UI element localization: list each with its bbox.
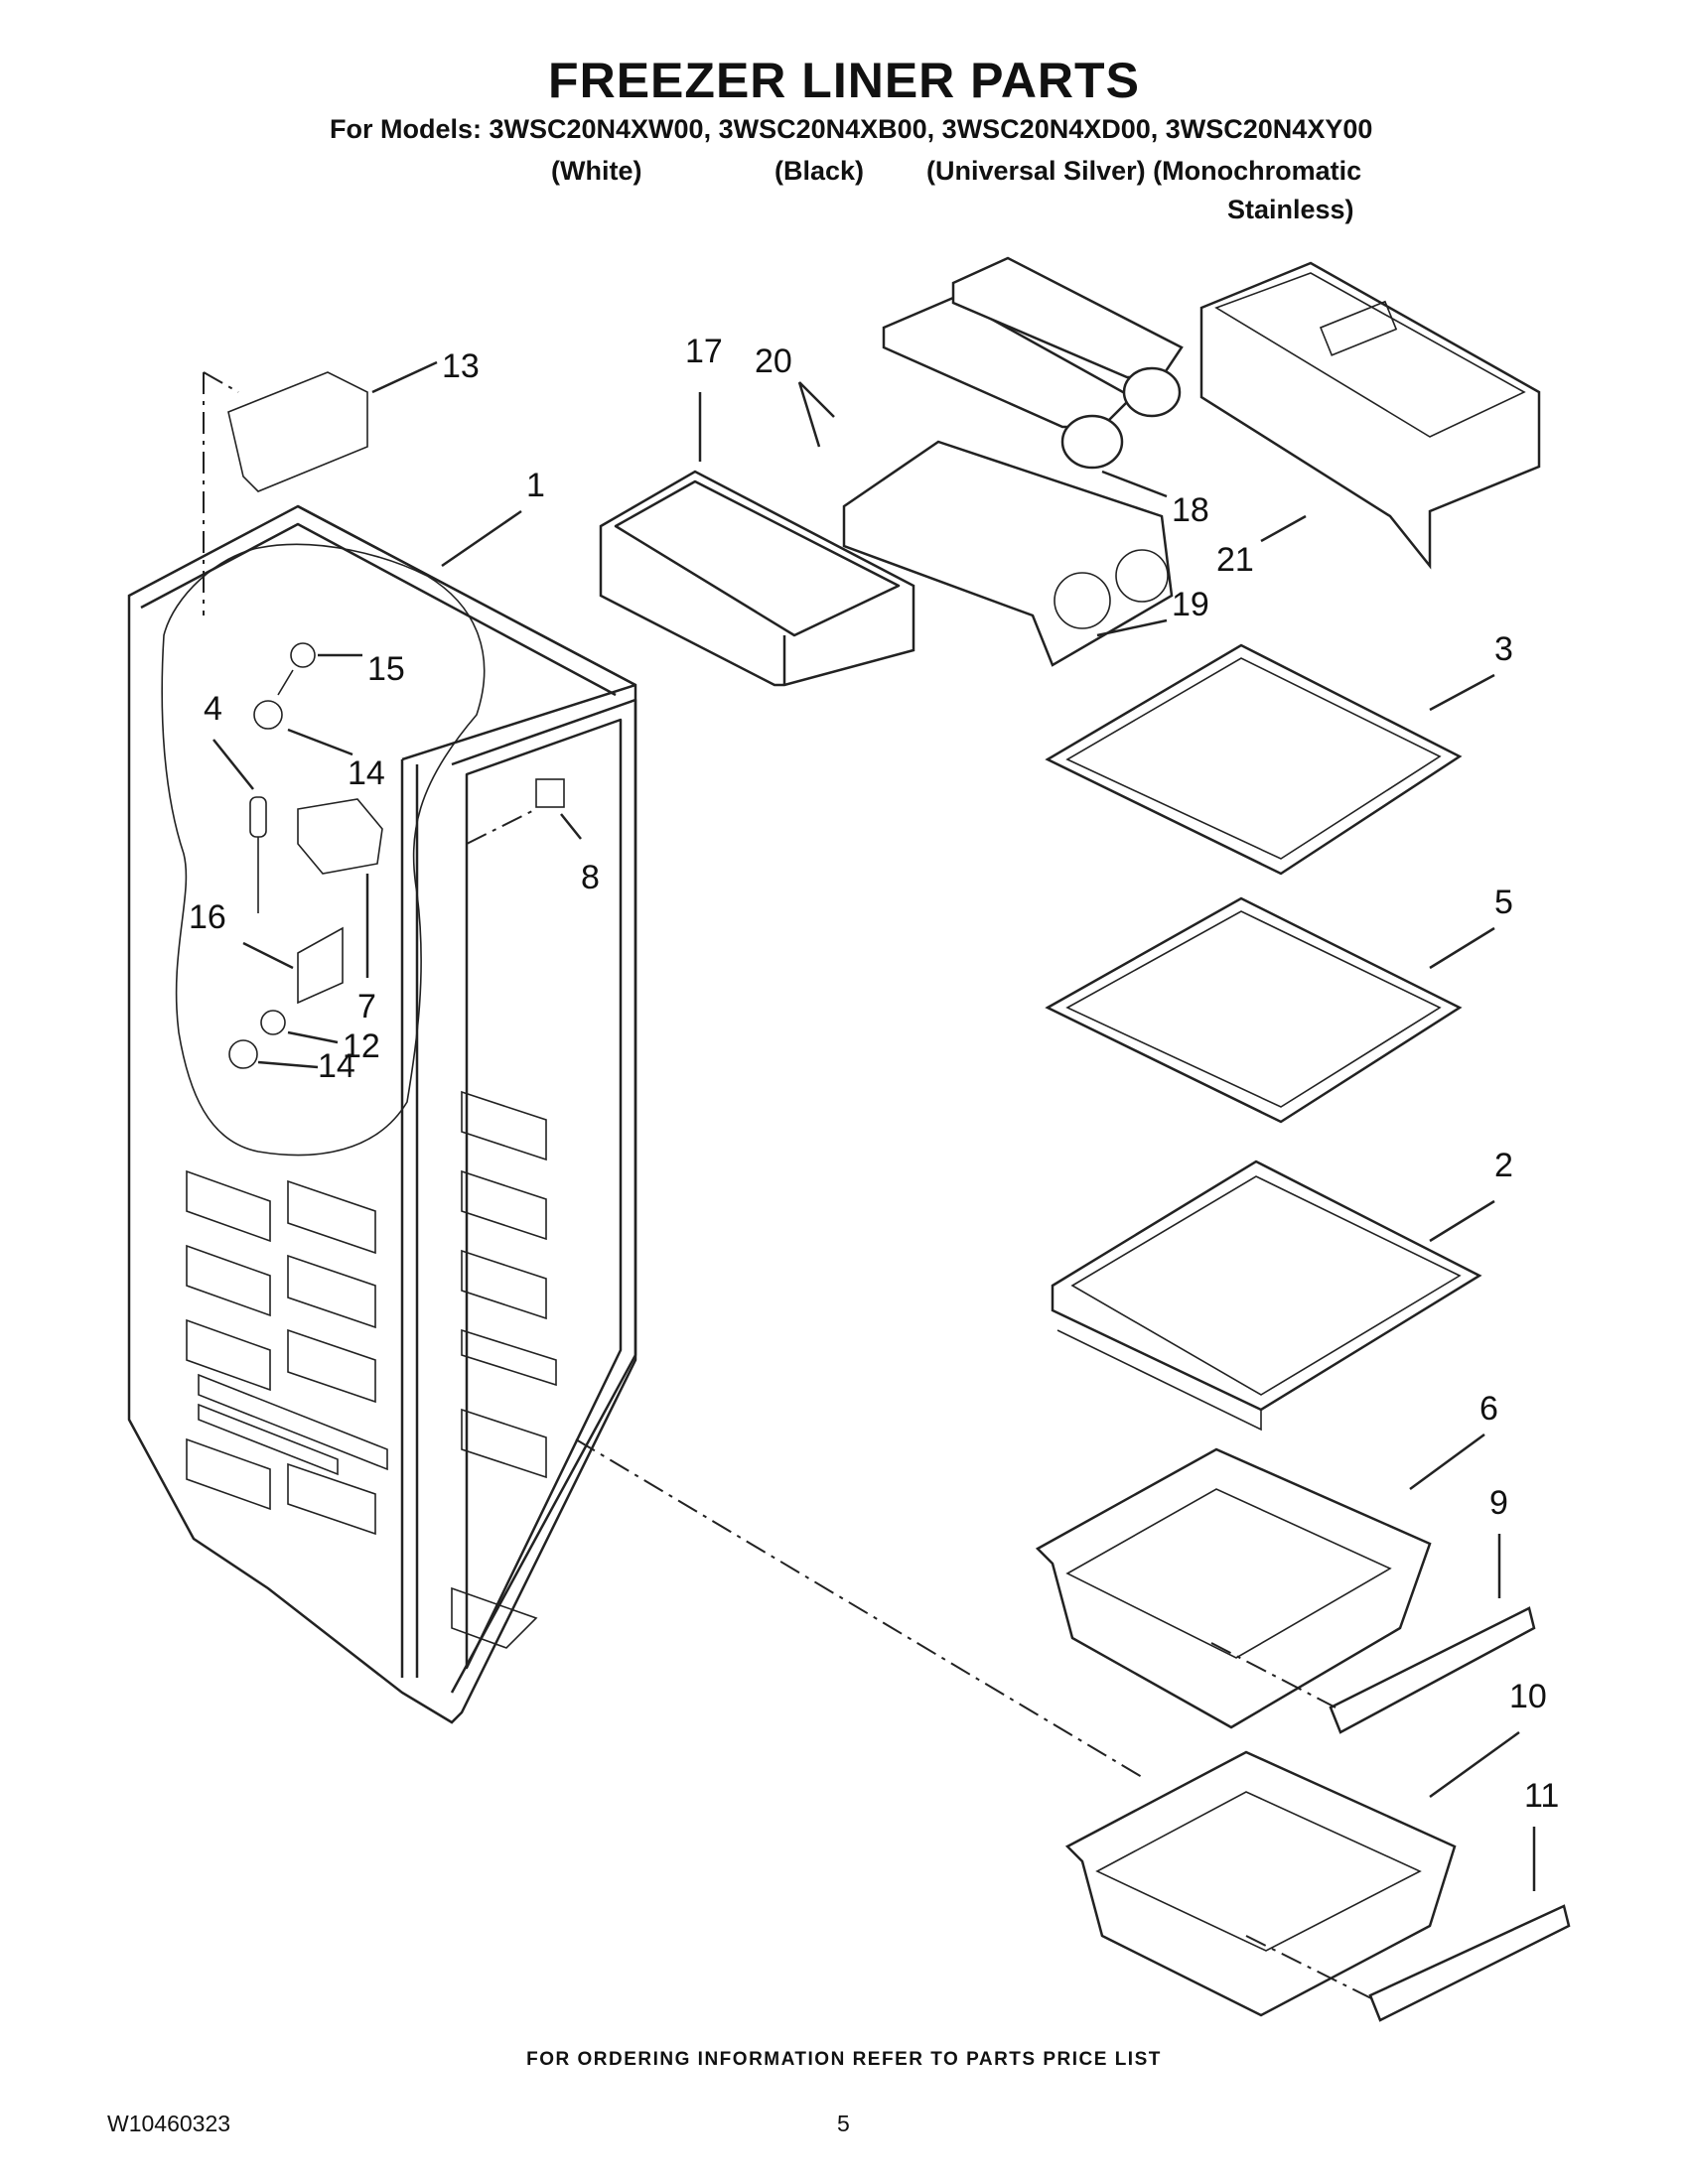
shelf-3 <box>1045 643 1463 876</box>
ordering-note: FOR ORDERING INFORMATION REFER TO PARTS … <box>526 2049 1162 2070</box>
callout-14-lower: 14 <box>318 1047 355 1085</box>
page-number: 5 <box>837 2111 850 2136</box>
control-housing <box>297 798 383 875</box>
shelf-5 <box>1045 896 1463 1124</box>
drawer-6 <box>1035 1447 1432 1729</box>
callout-5: 5 <box>1494 884 1513 921</box>
variant-white: (White) <box>551 156 642 186</box>
callout-14-upper: 14 <box>348 754 385 792</box>
models-line: For Models: 3WSC20N4XW00, 3WSC20N4XB00, … <box>330 114 1373 144</box>
callout-12: 12 <box>343 1027 380 1065</box>
callout-10: 10 <box>1509 1678 1547 1715</box>
callout-11: 11 <box>1524 1777 1559 1815</box>
ice-housing <box>1199 261 1541 570</box>
callout-4: 4 <box>204 690 222 728</box>
callout-16: 16 <box>189 898 226 936</box>
callout-20: 20 <box>755 342 792 380</box>
drawer-rail-9 <box>1329 1606 1536 1734</box>
drawer-10 <box>1064 1750 1457 2017</box>
ice-bucket <box>842 440 1174 667</box>
callout-18: 18 <box>1172 491 1209 529</box>
switch-8 <box>466 778 565 845</box>
callout-7: 7 <box>357 988 376 1025</box>
callout-13: 13 <box>442 347 480 385</box>
ice-bin <box>599 470 915 687</box>
variant-black: (Black) <box>774 156 865 186</box>
callouts: 1 2 3 4 5 6 7 8 9 10 11 12 13 14 14 15 1… <box>189 333 1559 1815</box>
leader-lines <box>212 360 1536 1891</box>
light-shield <box>297 926 344 1005</box>
callout-15: 15 <box>367 650 405 688</box>
assembly-line-3 <box>1210 1642 1336 1708</box>
page-title: FREEZER LINER PARTS <box>548 53 1140 108</box>
assembly-line-2 <box>1245 1935 1376 2001</box>
callout-21: 21 <box>1216 541 1254 579</box>
bulb-socket-lower <box>228 1010 286 1069</box>
bulb-socket-upper <box>253 642 316 730</box>
callout-19: 19 <box>1172 586 1209 623</box>
callout-8: 8 <box>581 859 600 896</box>
variant-stainless: Stainless) <box>1227 195 1354 224</box>
document-id: W10460323 <box>107 2111 231 2136</box>
variant-silver: (Universal Silver) (Monochromatic <box>926 156 1362 186</box>
shelf-2 <box>1051 1160 1482 1432</box>
callout-2: 2 <box>1494 1147 1513 1184</box>
drawer-rail-11 <box>1368 1904 1571 2022</box>
callout-3: 3 <box>1494 630 1513 668</box>
thermistor <box>249 796 267 913</box>
callout-1: 1 <box>526 467 545 504</box>
freezer-liner <box>127 504 637 1724</box>
callout-9: 9 <box>1489 1484 1508 1522</box>
assembly-line <box>575 1438 1143 1778</box>
callout-6: 6 <box>1479 1390 1498 1428</box>
callout-17: 17 <box>685 333 723 370</box>
cover-13 <box>203 371 368 615</box>
ice-trays <box>882 256 1184 470</box>
